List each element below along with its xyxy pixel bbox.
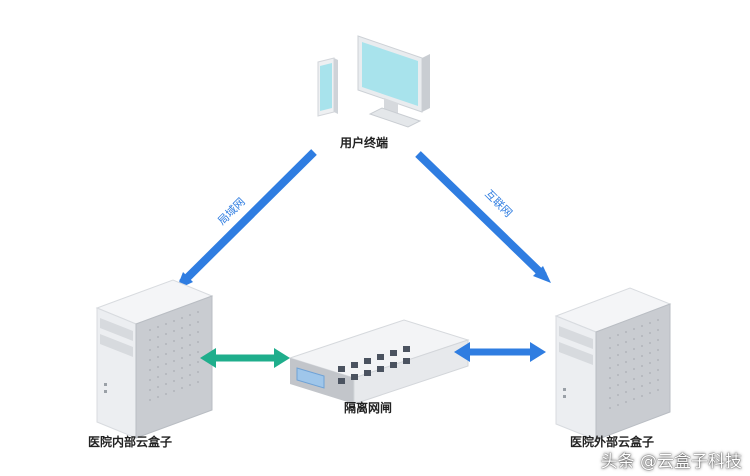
external-server-icon <box>554 287 672 441</box>
internet-arrow <box>415 151 547 279</box>
gateway-label: 隔离网闸 <box>344 400 392 415</box>
internet-label: 互联网 <box>482 187 515 220</box>
gateway-icon <box>288 319 470 405</box>
external-cloudbox-label: 医院外部云盒子 <box>570 434 654 449</box>
user-terminal-icon <box>317 35 430 128</box>
monitor-icon <box>357 35 430 128</box>
lan-arrow <box>179 149 317 286</box>
internal-gateway-arrow <box>200 348 290 368</box>
watermark: 头条 @云盒子科技 <box>600 452 742 472</box>
phone-icon <box>317 57 338 117</box>
internal-server-icon <box>95 279 214 439</box>
internet-arrow-head <box>533 266 551 283</box>
user-terminal-label: 用户终端 <box>339 135 388 150</box>
internal-cloudbox-label: 医院内部云盒子 <box>88 434 172 449</box>
gateway-external-arrow <box>454 342 546 362</box>
